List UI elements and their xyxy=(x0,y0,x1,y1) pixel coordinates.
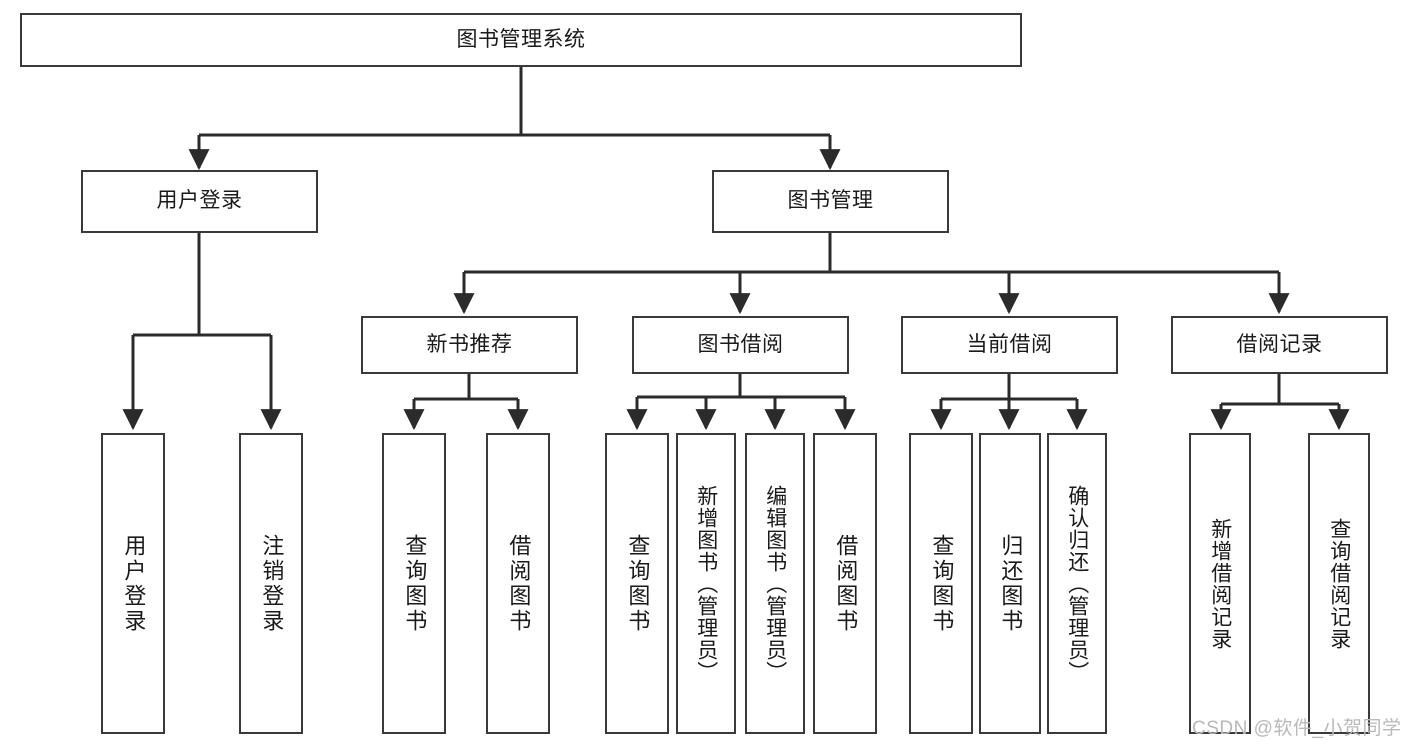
node-leaf-add-borrow-record[interactable]: 新增借阅记录 xyxy=(1189,433,1251,734)
node-leaf-edit-book[interactable]: 编辑图书（管理员） xyxy=(745,433,805,734)
node-leaf-add-book[interactable]: 新增图书（管理员） xyxy=(676,433,736,734)
node-current-borrow-label: 当前借阅 xyxy=(966,332,1053,356)
node-book-manage[interactable]: 图书管理 xyxy=(712,170,949,233)
node-leaf-logout-login[interactable]: 注销登录 xyxy=(239,433,303,734)
node-leaf-query-book-2[interactable]: 查询图书 xyxy=(605,433,669,734)
node-leaf-borrow-book-1[interactable]: 借阅图书 xyxy=(486,433,550,734)
node-borrow-record-label: 借阅记录 xyxy=(1236,332,1323,356)
csdn-watermark: CSDN @软件_小贺同学 xyxy=(1192,718,1402,739)
node-leaf-confirm-return[interactable]: 确认归还（管理员） xyxy=(1047,433,1107,734)
node-current-borrow[interactable]: 当前借阅 xyxy=(901,316,1118,374)
node-new-book-recommend[interactable]: 新书推荐 xyxy=(361,316,578,374)
node-book-manage-label: 图书管理 xyxy=(787,189,874,213)
node-leaf-borrow-book-1-label: 借阅图书 xyxy=(506,533,532,634)
node-leaf-confirm-return-label: 确认归还（管理员） xyxy=(1065,484,1089,683)
node-leaf-edit-book-label: 编辑图书（管理员） xyxy=(763,484,787,683)
node-new-book-recommend-label: 新书推荐 xyxy=(426,332,513,356)
node-leaf-add-book-label: 新增图书（管理员） xyxy=(694,484,718,683)
node-leaf-query-book-2-label: 查询图书 xyxy=(625,533,651,634)
node-leaf-user-login-label: 用户登录 xyxy=(121,533,147,634)
node-leaf-user-login[interactable]: 用户登录 xyxy=(101,433,165,734)
node-leaf-add-borrow-record-label: 新增借阅记录 xyxy=(1208,517,1232,650)
node-book-borrow[interactable]: 图书借阅 xyxy=(632,316,849,374)
node-leaf-query-borrow-record-label: 查询借阅记录 xyxy=(1327,517,1351,650)
node-leaf-query-borrow-record[interactable]: 查询借阅记录 xyxy=(1308,433,1370,734)
node-leaf-query-book-3[interactable]: 查询图书 xyxy=(909,433,973,734)
node-user-login[interactable]: 用户登录 xyxy=(81,170,318,233)
node-leaf-query-book-1[interactable]: 查询图书 xyxy=(382,433,446,734)
node-root[interactable]: 图书管理系统 xyxy=(20,13,1022,67)
node-root-label: 图书管理系统 xyxy=(456,27,586,51)
node-leaf-return-book[interactable]: 归还图书 xyxy=(979,433,1041,734)
node-leaf-query-book-1-label: 查询图书 xyxy=(402,533,428,634)
node-user-login-label: 用户登录 xyxy=(156,189,243,213)
node-borrow-record[interactable]: 借阅记录 xyxy=(1171,316,1388,374)
node-leaf-return-book-label: 归还图书 xyxy=(998,533,1024,634)
node-leaf-borrow-book-2-label: 借阅图书 xyxy=(833,533,859,634)
node-leaf-query-book-3-label: 查询图书 xyxy=(929,533,955,634)
node-book-borrow-label: 图书借阅 xyxy=(697,332,784,356)
node-leaf-borrow-book-2[interactable]: 借阅图书 xyxy=(813,433,877,734)
node-leaf-logout-login-label: 注销登录 xyxy=(259,533,285,634)
